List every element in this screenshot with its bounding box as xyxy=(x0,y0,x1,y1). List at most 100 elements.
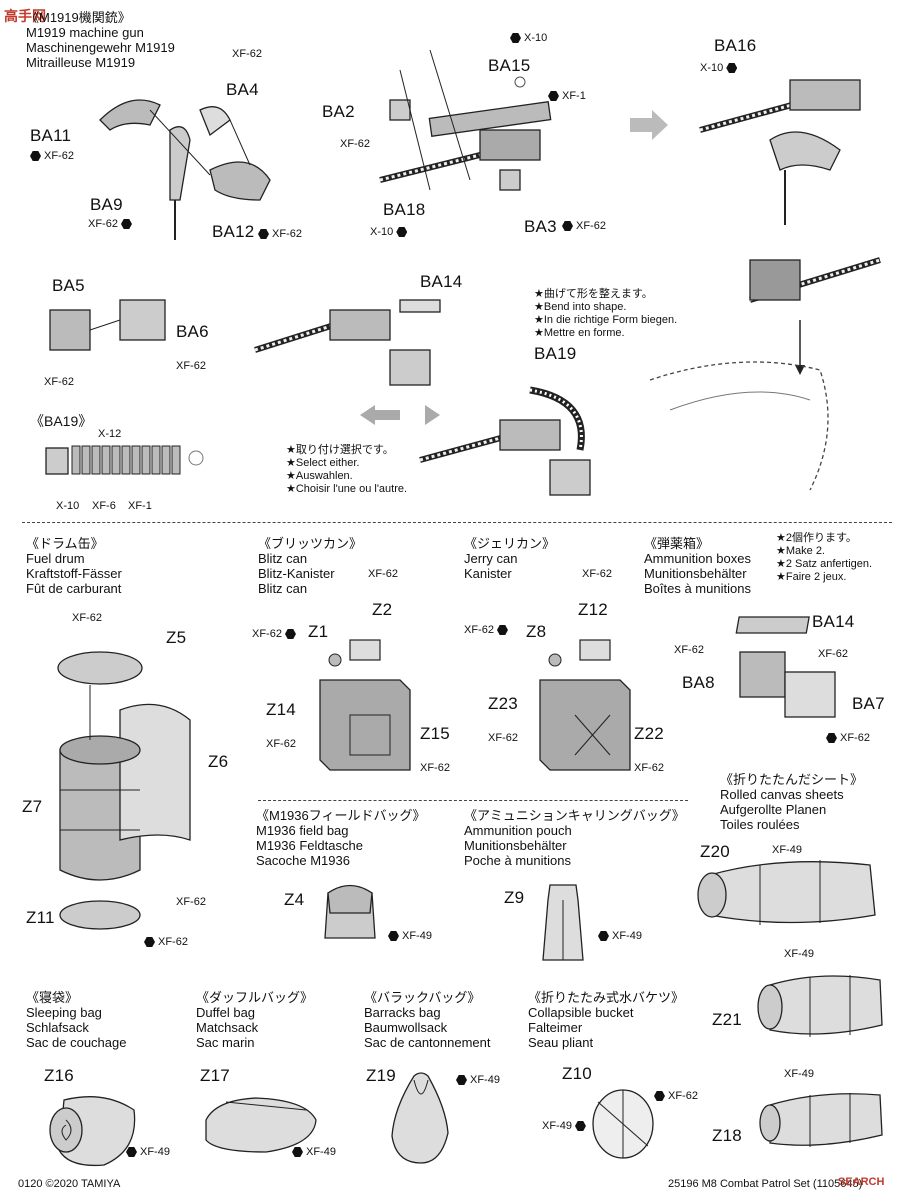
mount-with-box-drawing xyxy=(254,299,441,386)
canvas-title-jp: 《折りたたんだシート》 xyxy=(720,772,864,787)
paint-xf1-belt: XF-1 xyxy=(128,500,152,512)
jerry-title-en: Jerry can xyxy=(464,551,518,566)
canvas-title-en: Rolled canvas sheets xyxy=(720,787,844,802)
part-label-z6: Z6 xyxy=(208,752,229,771)
paint-code: XF-49 xyxy=(402,930,432,942)
m1919-title: 《M1919機関銃》 M1919 machine gun Maschinenge… xyxy=(26,10,175,70)
paint-z6: XF-62 xyxy=(176,896,206,908)
sleeping-title: 《寝袋》 Sleeping bag Schlafsack Sac de couc… xyxy=(26,990,126,1050)
paint-code: XF-62 xyxy=(176,896,206,908)
paint-hex-icon xyxy=(654,1091,665,1101)
paint-z2: XF-62 xyxy=(368,568,398,580)
paint-code: X-10 xyxy=(524,32,548,44)
part-label-z23: Z23 xyxy=(488,694,518,713)
duffel-bag-drawing xyxy=(205,1097,317,1153)
ammo-boxes-title-jp: 《弾薬箱》 xyxy=(644,536,710,551)
paint-code: XF-49 xyxy=(612,930,642,942)
part-label-ba12: BA12 xyxy=(212,222,255,241)
ammo-pouch-title: 《アミュニションキャリングバッグ》 Ammunition pouch Munit… xyxy=(464,808,685,868)
paint-code: XF-62 xyxy=(840,732,870,744)
watermark-logo: 高手网 xyxy=(4,8,46,24)
fuel-drum-title: 《ドラム缶》 Fuel drum Kraftstoff-Fässer Fût d… xyxy=(26,536,122,596)
part-label-ba9: BA9 xyxy=(90,195,123,214)
paint-ba14-box: XF-62 xyxy=(818,648,848,660)
canvas-title-de: Aufgerollte Planen xyxy=(720,802,827,817)
paint-code: XF-62 xyxy=(252,628,282,640)
paint-hex-icon xyxy=(598,931,609,941)
part-label-z22: Z22 xyxy=(634,724,664,743)
select-note-jp: ★取り付け選択です。 xyxy=(286,444,394,456)
blitz-title-de: Blitz-Kanister xyxy=(258,566,335,581)
part-label-z12: Z12 xyxy=(578,600,608,619)
bucket-title-en: Collapsible bucket xyxy=(528,1005,634,1020)
paint-code: XF-62 xyxy=(464,624,494,636)
turret-mount-drawing xyxy=(649,257,881,491)
make-note-en: ★Make 2. xyxy=(776,545,825,557)
make-note-de: ★2 Satz anfertigen. xyxy=(776,558,873,570)
blitz-title-en: Blitz can xyxy=(258,551,308,566)
paint-code: X-10 xyxy=(370,226,394,238)
paint-z5: XF-62 xyxy=(72,612,102,624)
paint-code: XF-62 xyxy=(272,228,302,240)
sub-divider xyxy=(258,800,688,801)
duffel-title-de: Matchsack xyxy=(196,1020,259,1035)
paint-ba11: XF-62 xyxy=(30,150,74,162)
select-note-en: ★Select either. xyxy=(286,457,360,469)
paint-z20: XF-49 xyxy=(772,844,802,856)
fuel-drum-drawing xyxy=(57,651,191,930)
paint-code: XF-62 xyxy=(634,762,664,774)
sleeping-bag-drawing xyxy=(49,1096,136,1167)
duffel-title-fr: Sac marin xyxy=(196,1035,255,1050)
watermark-search: SEARCH xyxy=(838,1176,885,1188)
m1919-assembled-drawing xyxy=(699,79,861,225)
paint-z12: XF-62 xyxy=(582,568,612,580)
paint-ba18: X-10 xyxy=(370,226,408,238)
ammo-boxes-title: 《弾薬箱》 Ammunition boxes Munitionsbehälter… xyxy=(644,536,751,596)
paint-code: XF-62 xyxy=(340,138,370,150)
blitz-can-drawing xyxy=(319,639,411,771)
select-note-de: ★Auswahlen. xyxy=(286,470,353,482)
part-label-ba14-mount: BA14 xyxy=(420,272,463,291)
paint-z4: XF-49 xyxy=(388,930,432,942)
ammo-pouch-title-de: Munitionsbehälter xyxy=(464,838,567,853)
paint-code: XF-6 xyxy=(92,500,116,512)
ammo-boxes-title-fr: Boîtes à munitions xyxy=(644,581,751,596)
paint-code: XF-49 xyxy=(306,1146,336,1158)
paint-ba2: XF-62 xyxy=(340,138,370,150)
footer-page-number: 0120 xyxy=(18,1178,43,1190)
paint-hex-icon xyxy=(562,221,573,231)
canvas-title: 《折りたたんだシート》 Rolled canvas sheets Aufgero… xyxy=(720,772,863,832)
paint-code: XF-62 xyxy=(44,150,74,162)
part-label-ba14-box: BA14 xyxy=(812,612,855,631)
ammo-pouch-title-fr: Poche à munitions xyxy=(464,853,571,868)
paint-ba9: XF-62 xyxy=(88,218,132,230)
jerry-title: 《ジェリカン》 Jerry can Kanister xyxy=(464,536,555,581)
ammo-boxes-title-de: Munitionsbehälter xyxy=(644,566,747,581)
duffel-title-jp: 《ダッフルバッグ》 xyxy=(196,990,314,1005)
ba19-title: 《BA19》 xyxy=(30,413,93,429)
paint-code: XF-62 xyxy=(88,218,118,230)
barracks-title: 《バラックバッグ》 Barracks bag Baumwollsack Sac … xyxy=(364,990,490,1050)
field-bag-title: 《M1936フィールドバッグ》 M1936 field bag M1936 Fe… xyxy=(256,808,426,868)
paint-code: XF-62 xyxy=(582,568,612,580)
bucket-title-jp: 《折りたたみ式水バケツ》 xyxy=(528,990,685,1005)
paint-xf1: XF-1 xyxy=(548,90,586,102)
bend-note-fr: ★Mettre en forme. xyxy=(534,327,625,339)
footer-product: 25196 M8 Combat Patrol Set (1105645) xyxy=(668,1178,863,1190)
part-label-ba6: BA6 xyxy=(176,322,209,341)
paint-code: XF-62 xyxy=(72,612,102,624)
paint-code: X-12 xyxy=(98,428,122,440)
paint-code: XF-49 xyxy=(784,1068,814,1080)
part-label-z10: Z10 xyxy=(562,1064,592,1083)
paint-code: XF-62 xyxy=(818,648,848,660)
fuel-drum-title-en: Fuel drum xyxy=(26,551,85,566)
jerry-title-de: Kanister xyxy=(464,566,512,581)
paint-hex-icon xyxy=(284,629,296,639)
paint-code: XF-62 xyxy=(674,644,704,656)
part-label-z15: Z15 xyxy=(420,724,450,743)
m1919-title-en: M1919 machine gun xyxy=(26,25,144,40)
barracks-title-en: Barracks bag xyxy=(364,1005,441,1020)
paint-code: XF-62 xyxy=(668,1090,698,1102)
m1919-title-jp: 《M1919機関銃》 xyxy=(26,10,131,25)
paint-hex-icon xyxy=(258,229,269,239)
